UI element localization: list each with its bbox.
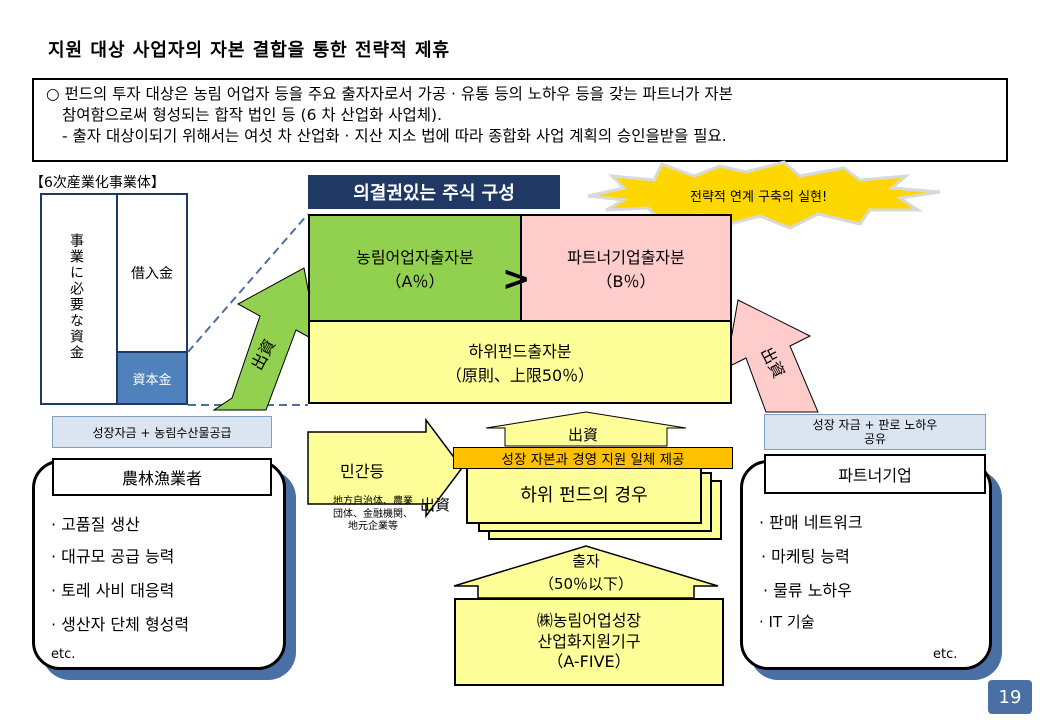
- greater-than-symbol: >: [502, 259, 531, 299]
- info-line-1: ○ 펀드의 투자 대상은 농림 어업자 등을 주요 출자자로서 가공 · 유통 …: [46, 85, 733, 103]
- afive-arrow-line-1: 출자: [572, 552, 600, 570]
- private-title: 민간등: [340, 462, 385, 481]
- pink-arrow-shape: [725, 299, 819, 413]
- private-detail-3: 地元企業等: [348, 521, 398, 532]
- private-detail: 地方自治体、農業 団体、金融機関、 地元企業等: [318, 496, 428, 534]
- partner-share-label: 파트너기업출자분: [567, 248, 685, 267]
- farmer-item-2: · 대규모 공급 능력: [51, 547, 175, 566]
- afive-box: ㈱농림어업성장 산업화지원기구 （A-FIVE）: [454, 598, 724, 686]
- borrowing-cell: 借入金: [116, 193, 188, 353]
- partner-tag-line-1: 성장 자금 + 판로 노하우: [812, 417, 938, 432]
- capital-cell: 資本金: [116, 351, 188, 405]
- private-detail-1: 地方自治体、農業: [333, 496, 413, 507]
- partner-tag-line-2: 공유: [863, 432, 887, 446]
- subfund-case-card: 하위 펀드의 경우: [466, 464, 702, 524]
- partner-item-3: · 물류 노하우: [763, 581, 852, 600]
- private-invest-label: 出資: [420, 496, 451, 514]
- partner-panel: · 판매 네트워크 · 마케팅 능력 · 물류 노하우 · IT 기술 etc.: [740, 460, 992, 670]
- green-arrow-shape: [212, 267, 319, 411]
- support-bar: 성장 자본과 경영 지원 일체 제공: [453, 447, 733, 469]
- farmer-name-box: 農林漁業者: [52, 458, 272, 496]
- farmer-share-pct: （A％）: [385, 272, 445, 291]
- partner-item-1: · 판매 네트워크: [759, 513, 863, 532]
- farmer-share-label: 농림어업자출자분: [356, 248, 474, 267]
- partner-share-box: 파트너기업출자분 （B％）: [520, 214, 732, 322]
- partner-item-2: · 마케팅 능력: [761, 547, 850, 566]
- needed-funds-label: 事業に必要な資金: [68, 233, 84, 361]
- farmer-item-3: · 토레 사비 대응력: [51, 581, 175, 600]
- afive-line-2: 산업화지원기구: [537, 631, 641, 651]
- partner-name-box: 파트너기업: [764, 454, 986, 494]
- farmer-support-tag: 성장자금 + 농림수산물공급: [52, 416, 272, 448]
- business-entity-header: 【6次産業化事業体】: [30, 175, 165, 191]
- info-line-2: 참여함으로써 형성되는 합작 법인 등 (6 차 산업화 사업체).: [62, 105, 443, 124]
- partner-support-tag: 성장 자금 + 판로 노하우 공유: [764, 414, 986, 450]
- afive-arrow-text: 출자 （50％以下）: [480, 550, 692, 595]
- dashed-connector-top: [187, 213, 309, 353]
- afive-arrow-line-2: （50％以下）: [538, 574, 634, 593]
- info-box: ○ 펀드의 투자 대상은 농림 어업자 등을 주요 출자자로서 가공 · 유통 …: [32, 78, 1008, 162]
- afive-line-1: ㈱농림어업성장: [536, 610, 642, 630]
- partner-item-4: · IT 기술: [759, 613, 815, 631]
- voting-shares-banner: 의결권있는 주식 구성: [308, 175, 560, 209]
- subfund-invest-label: 出資: [568, 426, 599, 444]
- subfund-up-arrow-shape: [485, 411, 687, 447]
- needed-funds-column: 事業に必要な資金: [40, 193, 118, 405]
- page-number: 19: [988, 680, 1032, 714]
- private-detail-2: 団体、金融機関、: [333, 508, 413, 520]
- farmer-share-box: 농림어업자출자분 （A％）: [308, 214, 522, 322]
- afive-line-3: （A-FIVE）: [547, 652, 631, 672]
- afive-up-arrow-shape: [453, 545, 719, 599]
- info-line-3: - 출자 대상이되기 위해서는 여섯 차 산업화 · 지산 지소 법에 따라 종…: [62, 126, 727, 145]
- farmer-item-4: · 생산자 단체 형성력: [51, 615, 190, 634]
- farmer-item-1: · 고품질 생산: [51, 515, 140, 534]
- subfund-share-note: （原則、上限50％）: [445, 366, 595, 385]
- partner-share-pct: （B％）: [596, 272, 656, 291]
- partner-etc: etc.: [933, 647, 958, 662]
- burst-text: 전략적 연계 구축의 실현!: [690, 190, 828, 205]
- private-right-arrow-shape: [307, 417, 463, 519]
- subfund-share-label: 하위펀드출자분: [468, 342, 572, 361]
- page-title: 지원 대상 사업자의 자본 결합을 통한 전략적 제휴: [48, 40, 451, 61]
- subfund-share-box: 하위펀드출자분 （原則、上限50％）: [308, 320, 732, 404]
- farmer-etc: etc.: [51, 647, 76, 662]
